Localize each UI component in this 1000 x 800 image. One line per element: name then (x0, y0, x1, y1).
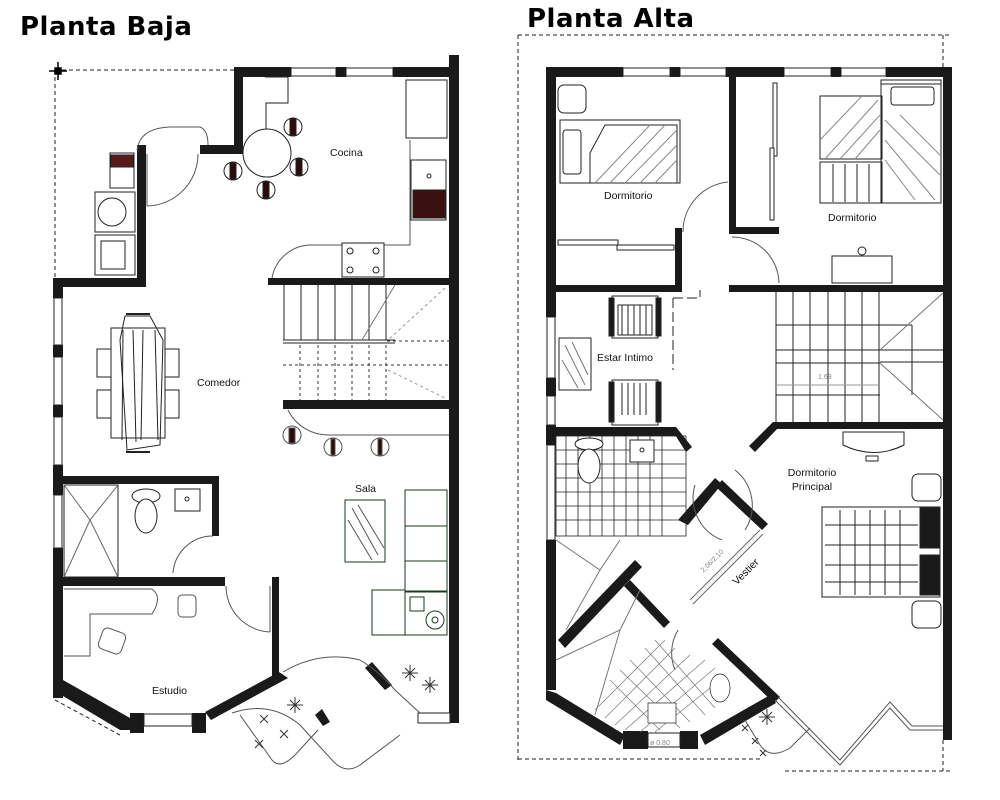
plant-icons (254, 665, 438, 749)
kitchen-fixtures (94, 76, 448, 278)
ground-doors (136, 126, 449, 633)
ground-windows (53, 67, 394, 727)
upper-property-outline (517, 34, 952, 772)
sala-furniture (344, 489, 448, 636)
dorm2-furniture (819, 79, 942, 284)
room-label-estudio: Estudio (152, 685, 188, 697)
room-label-dormitorio-2: Dormitorio (828, 212, 877, 224)
upper-walls (546, 67, 952, 749)
property-outline (54, 69, 235, 736)
studio-furniture (64, 588, 197, 657)
room-label-comedor: Comedor (197, 377, 241, 389)
ground-walls (53, 55, 459, 733)
upper-bath-fixtures (574, 437, 655, 484)
stair-dimension: 1,68 (818, 374, 832, 381)
garden-path (231, 656, 421, 770)
vestier-interior (689, 529, 764, 605)
ground-bathroom (63, 484, 201, 578)
room-label-sala: Sala (355, 483, 377, 495)
dorm1-furniture (557, 84, 681, 251)
estar-intimo-furniture (558, 290, 701, 426)
room-label-dormitorio-principal: Dormitorio Principal (787, 467, 837, 493)
principal-furniture (821, 431, 942, 629)
ground-floor-title: Planta Baja (20, 12, 193, 42)
closet (769, 82, 778, 221)
room-label-dormitorio-1: Dormitorio (604, 190, 653, 202)
dining-table (96, 313, 180, 453)
roof-lines (555, 539, 641, 716)
window-dimension: ø 0.80 (650, 740, 670, 747)
bar-stools (282, 425, 390, 457)
upper-windows (546, 67, 887, 748)
upper-doors (671, 181, 780, 671)
upper-floor-title: Planta Alta (527, 4, 695, 34)
lower-bath-tiles (594, 639, 731, 733)
balcony (744, 696, 943, 766)
room-label-estar-intimo: Estar Intimo (597, 352, 654, 364)
corner-marker-icon (49, 62, 67, 80)
room-label-cocina: Cocina (330, 147, 363, 159)
upper-bath-tiles (555, 435, 687, 537)
balcony-plants (741, 709, 775, 757)
ground-stairs (283, 284, 450, 400)
upper-stairs (775, 292, 944, 422)
